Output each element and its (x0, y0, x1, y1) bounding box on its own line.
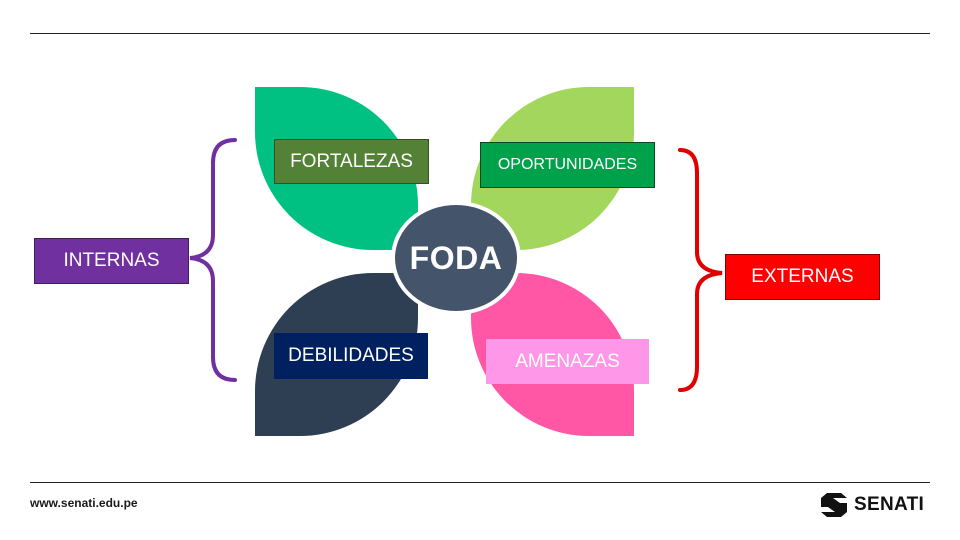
label-externas: EXTERNAS (725, 254, 880, 300)
left-brace (189, 138, 237, 382)
label-debilidades: DEBILIDADES (274, 333, 428, 379)
footer-url[interactable]: www.senati.edu.pe (30, 496, 138, 510)
senati-logo-text: SENATI (854, 494, 925, 515)
center-foda: FODA (391, 201, 521, 315)
senati-logo: SENATI (820, 490, 930, 520)
bottom-rule (30, 482, 930, 483)
label-internas: INTERNAS (34, 238, 189, 284)
label-fortalezas: FORTALEZAS (274, 139, 429, 184)
right-brace (678, 148, 723, 392)
label-oportunidades: OPORTUNIDADES (480, 142, 655, 188)
senati-logo-icon (821, 493, 847, 517)
top-rule (30, 33, 930, 34)
label-amenazas: AMENAZAS (486, 339, 649, 384)
